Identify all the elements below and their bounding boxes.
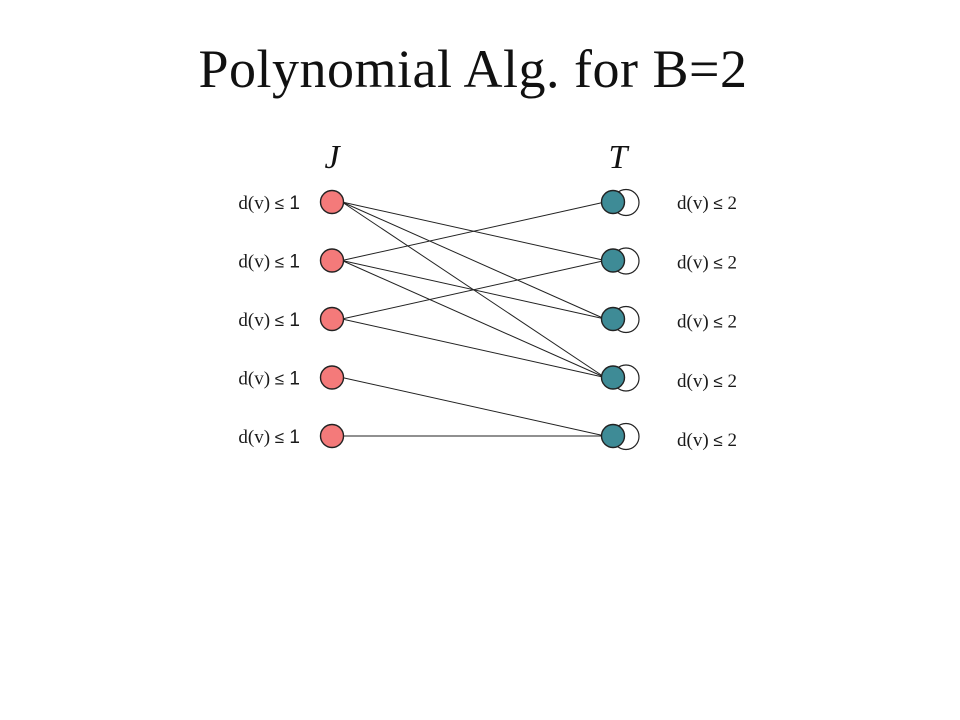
degree-label-j4: d(v) ≤ 1 xyxy=(238,369,300,390)
degree-label-t4: d(v) ≤ 2 xyxy=(677,371,737,392)
degree-label-t1: d(v) ≤ 2 xyxy=(677,193,737,214)
edge-j2-t4 xyxy=(341,260,606,378)
left-set-label: J xyxy=(324,139,341,176)
edge-j3-t2 xyxy=(341,260,606,320)
node-j4 xyxy=(319,365,345,390)
node-t5 xyxy=(600,423,626,449)
nodes-layer xyxy=(319,189,626,449)
right-set-label: T xyxy=(609,139,630,176)
node-j3 xyxy=(319,306,345,332)
degree-labels-layer: d(v) ≤ 1 d(v) ≤ 1 d(v) ≤ 1 d(v) ≤ 1 d(v) ≤ 1… xyxy=(238,193,737,451)
node-t2 xyxy=(600,248,626,273)
node-t3 xyxy=(600,306,626,332)
edges-layer xyxy=(341,201,606,437)
degree-label-t2: d(v) ≤ 2 xyxy=(677,252,737,273)
edge-j2-t1 xyxy=(341,201,606,261)
edge-j4-t5 xyxy=(341,377,606,437)
degree-label-t5: d(v) ≤ 2 xyxy=(677,430,737,451)
node-t1 xyxy=(600,189,626,215)
node-j2 xyxy=(319,248,345,273)
degree-label-j5: d(v) ≤ 1 xyxy=(238,427,300,448)
node-t4 xyxy=(600,365,626,390)
degree-label-j1: d(v) ≤ 1 xyxy=(238,193,300,214)
edge-j3-t4 xyxy=(341,318,606,378)
degree-label-j3: d(v) ≤ 1 xyxy=(238,310,300,331)
node-j1 xyxy=(319,189,345,215)
edge-j1-t3 xyxy=(341,201,606,320)
slide-title: Polynomial Alg. for B=2 xyxy=(198,39,748,99)
degree-label-j2: d(v) ≤ 1 xyxy=(238,252,300,273)
degree-label-t3: d(v) ≤ 2 xyxy=(677,312,737,333)
node-j5 xyxy=(319,423,345,449)
